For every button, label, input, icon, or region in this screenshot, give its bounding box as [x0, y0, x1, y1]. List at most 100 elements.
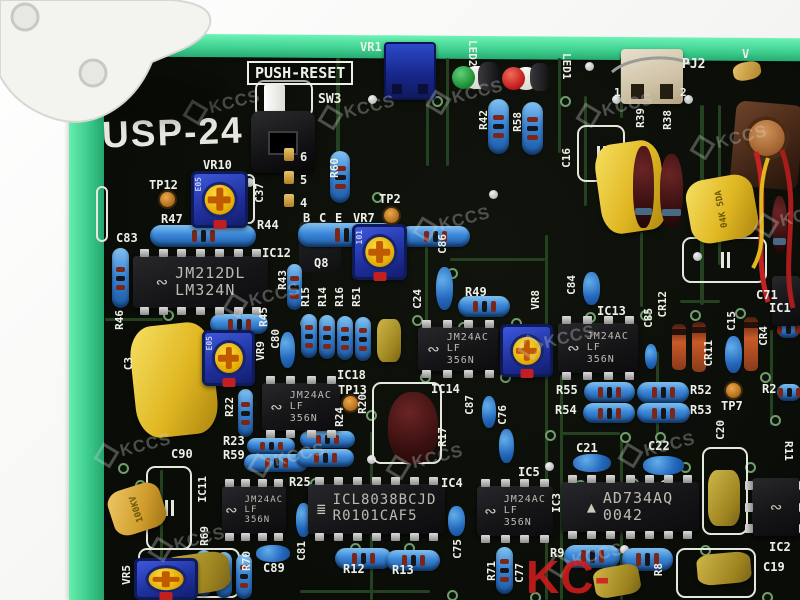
copper-trace	[446, 58, 449, 166]
silkscreen-label-vr5: VR5	[120, 565, 133, 585]
chip-logo-icon: ▲	[586, 498, 596, 516]
silkscreen-label-r9: R9	[550, 546, 565, 560]
bracket-body	[0, 0, 212, 123]
component-maroon	[660, 154, 683, 228]
color-band	[661, 209, 682, 217]
capacitor-blue	[280, 332, 295, 368]
trimmer-marking: E05	[194, 177, 203, 192]
chip-part-number: JM212DL LM324N	[175, 264, 246, 299]
silkscreen-label-c83: C83	[116, 231, 138, 245]
resistor	[488, 99, 509, 154]
copper-trace	[584, 96, 587, 206]
pin-row	[139, 307, 262, 315]
chip-logo-icon: ∾	[155, 273, 169, 291]
resistor	[777, 384, 800, 401]
chip-part-number: JM24AC LF 356N	[586, 331, 629, 365]
silkscreen-label-ic3: IC3	[550, 493, 563, 513]
silkscreen-label-r58: R58	[511, 112, 524, 132]
resistor	[496, 547, 513, 594]
silkscreen-label-cr4: CR4	[757, 326, 770, 346]
silkscreen-label-vr9: VR9	[254, 341, 267, 361]
led-dome	[502, 67, 525, 90]
silkscreen-label-c90: C90	[171, 447, 193, 461]
capacitor-blue	[436, 267, 453, 310]
capacitor-blue	[296, 503, 311, 537]
chip-part-number: JM24AC LF 356N	[446, 332, 489, 366]
pin-row	[562, 372, 634, 380]
trimmer-notch	[373, 272, 386, 281]
silkscreen-label-cr12: CR12	[656, 291, 669, 318]
silkscreen-label-r38: R38	[661, 110, 674, 130]
test-point	[343, 396, 358, 411]
silkscreen-label-ic4: IC4	[441, 476, 463, 490]
board-edge-left	[69, 84, 104, 600]
chip-part-number: JM24AC LF 356N	[244, 494, 284, 526]
resistor	[458, 296, 510, 317]
silkscreen-label-c80: C80	[269, 329, 282, 349]
site-watermark: KC-PLC.com	[526, 551, 611, 600]
pin-row	[422, 320, 494, 328]
silkscreen-label-v: V	[742, 47, 750, 61]
silkscreen-label-vr10: VR10	[203, 158, 232, 172]
trimmer-vr10: E05	[191, 171, 248, 229]
resistor	[112, 248, 129, 308]
test-point	[384, 208, 399, 223]
silkscreen-label-tp2: TP2	[379, 192, 401, 206]
silkscreen-box	[96, 186, 108, 242]
capacitor-yellow	[377, 319, 401, 362]
chip-body: ∾JM24AC LF 356N	[418, 327, 498, 371]
resistor	[210, 314, 268, 334]
silkscreen-label-vr7: VR7	[353, 211, 375, 225]
ic-chip-ic11: ∾ JM24AC LF 356N	[222, 479, 286, 541]
silkscreen-label-c81: C81	[295, 541, 308, 561]
silkscreen-box	[682, 237, 767, 283]
chip-body: ∾ JM212DL LM324N	[133, 256, 268, 308]
silkscreen-label-c: C	[319, 211, 327, 225]
silkscreen-label-sw3: SW3	[318, 92, 342, 107]
copper-trace	[160, 470, 163, 600]
led-holder	[478, 62, 500, 91]
capacitor-blue	[448, 506, 465, 536]
silkscreen-label-led2: LED2	[466, 40, 479, 67]
pin-row	[745, 481, 753, 533]
resistor	[330, 151, 350, 203]
via-pad	[770, 415, 781, 426]
pin-row	[567, 475, 693, 483]
cap-marking: 100KV	[128, 494, 146, 524]
capacitor-blue	[643, 456, 684, 475]
via-pad	[620, 432, 631, 443]
silkscreen-label-r49: R49	[465, 285, 487, 299]
capacitor-symbol	[712, 252, 738, 268]
silkscreen-label-ic1: IC1	[769, 301, 791, 315]
capacitor-symbol	[156, 500, 182, 516]
ic-chip-ic14: ∾JM24AC LF 356N	[418, 320, 498, 378]
trimmer-screw	[148, 568, 184, 590]
chip-part-number: JM24AC LF 356N	[503, 494, 546, 528]
led-dome	[452, 66, 475, 89]
capacitor-yellow: 04K 5DA	[682, 171, 762, 247]
via-pad	[545, 430, 556, 441]
via-pad	[655, 432, 666, 443]
cap-marking: 04K 5DA	[713, 189, 731, 229]
chip-logo-icon: ∾	[224, 501, 238, 519]
capacitor-blue	[499, 429, 514, 463]
silkscreen-label-c75: C75	[451, 539, 464, 559]
chip-part-number: JM24AC LF 356N	[289, 390, 332, 424]
resistor	[335, 548, 392, 569]
solder-joint	[612, 95, 621, 104]
ejector-bracket	[0, 0, 212, 123]
via-pad	[735, 308, 746, 319]
component-maroon	[633, 146, 654, 228]
solder-joint	[368, 95, 377, 104]
silkscreen-label-r59: R59	[223, 448, 245, 462]
pin-row	[265, 376, 337, 384]
via-pad	[762, 592, 773, 600]
copper-trace	[545, 235, 548, 600]
push-reset-switch-sw3	[251, 111, 315, 173]
pin-row	[314, 533, 439, 541]
trimmer-marking: 101	[355, 230, 364, 245]
silkscreen-label-ic13: IC13	[597, 304, 626, 318]
component-maroon	[388, 392, 438, 464]
chip-logo-icon: ∾	[484, 502, 497, 520]
chip-body: ∾JM24AC LF 356N	[558, 323, 638, 373]
